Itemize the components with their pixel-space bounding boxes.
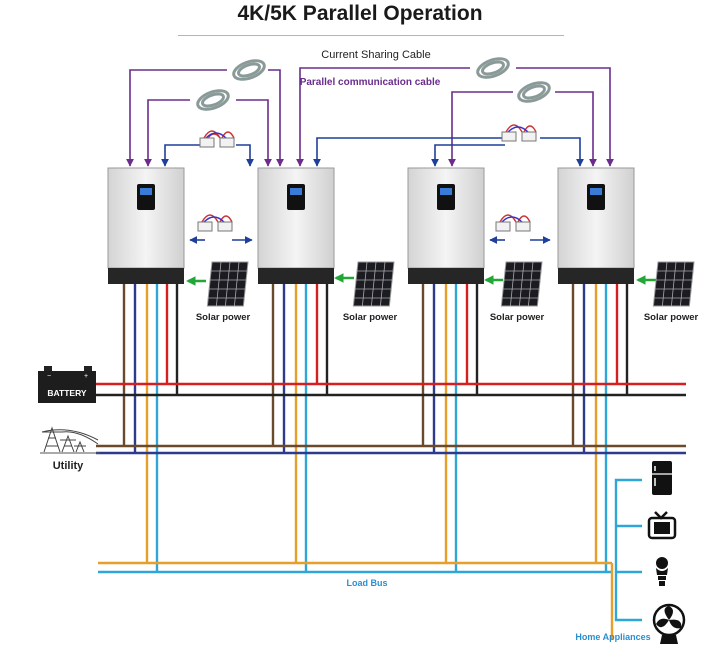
title-rule	[178, 35, 564, 36]
inverter-2	[257, 167, 335, 284]
buses	[96, 382, 686, 640]
utility-label: Utility	[53, 460, 84, 472]
parallel-comm-cable-label: Parallel communication cable	[300, 77, 441, 88]
home-appliances-label: Home Appliances	[575, 632, 650, 642]
solar-power-label-1: Solar power	[196, 312, 251, 323]
utility-tower-icon	[40, 426, 100, 454]
comm-cables	[126, 67, 614, 167]
bulb-icon	[656, 557, 668, 586]
fridge-icon	[652, 461, 672, 495]
load-bus-label: Load Bus	[346, 578, 387, 588]
svg-text:+: +	[84, 373, 88, 380]
svg-text:−: −	[47, 373, 51, 380]
solar-arrows	[186, 273, 656, 286]
solar-power-label-2: Solar power	[343, 312, 398, 323]
battery-label: BATTERY	[47, 388, 87, 398]
current-sharing-cables	[161, 137, 584, 244]
battery-icon: − + BATTERY	[38, 366, 96, 403]
cable-coil-icon	[196, 57, 551, 111]
inverter-wires	[122, 284, 629, 572]
page-title: 4K/5K Parallel Operation	[237, 2, 483, 25]
inverter-3	[407, 167, 485, 284]
inverter-4	[557, 167, 635, 284]
solar-panel-icon	[206, 261, 695, 307]
tv-icon	[647, 511, 677, 540]
solar-power-label-3: Solar power	[490, 312, 545, 323]
solar-power-label-4: Solar power	[644, 312, 699, 323]
connector-icon	[197, 124, 537, 232]
fan-icon	[652, 603, 686, 644]
inverter-1	[107, 167, 185, 284]
current-sharing-cable-label: Current Sharing Cable	[321, 49, 430, 61]
